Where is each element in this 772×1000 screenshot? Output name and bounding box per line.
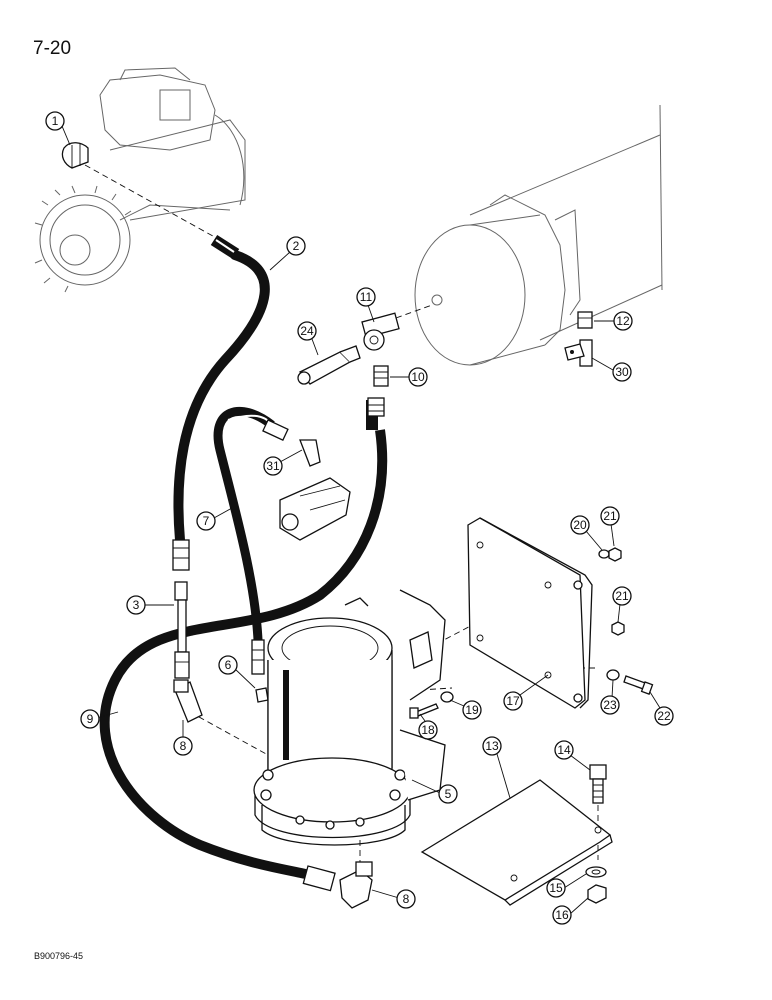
air-dryer-5 bbox=[253, 589, 446, 846]
elbow-31 bbox=[299, 439, 321, 467]
callout-22: 22 bbox=[649, 691, 674, 726]
callout-31: 31 bbox=[263, 449, 303, 476]
connector-10 bbox=[373, 365, 389, 387]
callout-2: 2 bbox=[269, 236, 306, 271]
elbow-8-bottom bbox=[339, 861, 373, 909]
callout-12: 12 bbox=[594, 311, 633, 331]
washer-20 bbox=[598, 549, 610, 559]
svg-text:7: 7 bbox=[203, 514, 210, 528]
svg-text:17: 17 bbox=[506, 694, 520, 708]
hose-2 bbox=[173, 234, 270, 545]
svg-text:13: 13 bbox=[485, 739, 499, 753]
page-number: 7-20 bbox=[33, 38, 72, 59]
fitting-12 bbox=[577, 311, 593, 329]
callout-20: 20 bbox=[570, 515, 603, 551]
svg-text:16: 16 bbox=[555, 908, 569, 922]
sensor-block bbox=[279, 477, 351, 541]
svg-text:3: 3 bbox=[133, 598, 140, 612]
callout-6: 6 bbox=[218, 655, 256, 689]
callout-14: 14 bbox=[554, 740, 591, 771]
figure-id: B900796-45 bbox=[34, 951, 84, 961]
svg-text:5: 5 bbox=[445, 787, 452, 801]
callout-7: 7 bbox=[196, 507, 233, 531]
washer-15 bbox=[585, 866, 607, 878]
fitting-6 bbox=[255, 687, 269, 703]
engine-compressor bbox=[34, 67, 246, 293]
callout-21-mid: 21 bbox=[612, 586, 632, 623]
tee-fitting-11 bbox=[361, 312, 400, 351]
svg-text:10: 10 bbox=[411, 370, 425, 384]
callout-24: 24 bbox=[297, 321, 319, 356]
valve-30 bbox=[564, 339, 593, 367]
hose-7 bbox=[213, 406, 289, 675]
bolt-18 bbox=[409, 703, 439, 719]
svg-text:20: 20 bbox=[573, 518, 587, 532]
svg-text:2: 2 bbox=[293, 239, 300, 253]
callout-30: 30 bbox=[591, 357, 632, 382]
svg-text:21: 21 bbox=[615, 589, 629, 603]
callout-13: 13 bbox=[482, 736, 511, 799]
svg-text:18: 18 bbox=[421, 723, 435, 737]
air-tank bbox=[414, 104, 663, 366]
svg-text:8: 8 bbox=[403, 892, 410, 906]
svg-text:1: 1 bbox=[52, 114, 59, 128]
svg-text:15: 15 bbox=[549, 881, 563, 895]
hose-9 bbox=[99, 397, 388, 892]
nut-21-top bbox=[608, 547, 622, 562]
elbow-8-top bbox=[173, 679, 203, 723]
svg-text:23: 23 bbox=[603, 698, 617, 712]
svg-text:31: 31 bbox=[266, 459, 280, 473]
callout-11: 11 bbox=[356, 287, 376, 323]
tube-3 bbox=[172, 539, 190, 679]
nut-21-mid bbox=[611, 621, 625, 636]
svg-text:6: 6 bbox=[225, 658, 232, 672]
callout-19: 19 bbox=[449, 699, 482, 720]
svg-text:14: 14 bbox=[557, 743, 571, 757]
svg-text:22: 22 bbox=[657, 709, 671, 723]
callout-23: 23 bbox=[600, 679, 620, 715]
callout-1: 1 bbox=[45, 111, 71, 146]
callout-10: 10 bbox=[390, 367, 428, 387]
callouts: 1 2 3 5 6 7 8 8 9 10 11 12 13 14 15 16 1… bbox=[45, 111, 674, 925]
bracket-17 bbox=[467, 517, 593, 709]
callout-15: 15 bbox=[546, 873, 587, 898]
washer-23 bbox=[606, 669, 620, 681]
callout-8-bottom: 8 bbox=[371, 889, 416, 909]
svg-text:19: 19 bbox=[465, 703, 479, 717]
svg-text:12: 12 bbox=[616, 314, 630, 328]
callout-5: 5 bbox=[411, 779, 458, 804]
svg-text:9: 9 bbox=[87, 712, 94, 726]
svg-text:21: 21 bbox=[603, 509, 617, 523]
svg-text:24: 24 bbox=[300, 324, 314, 338]
adapter-24 bbox=[297, 345, 361, 385]
svg-text:8: 8 bbox=[180, 739, 187, 753]
svg-text:11: 11 bbox=[360, 290, 373, 304]
callout-21-top: 21 bbox=[600, 506, 620, 547]
callout-17: 17 bbox=[503, 674, 549, 711]
svg-text:30: 30 bbox=[615, 365, 629, 379]
callout-18: 18 bbox=[418, 713, 438, 740]
washer-19 bbox=[440, 691, 454, 703]
plate-13 bbox=[420, 779, 613, 906]
callout-16: 16 bbox=[552, 897, 589, 925]
callout-9: 9 bbox=[80, 709, 119, 729]
callout-8-top: 8 bbox=[173, 720, 193, 756]
callout-3: 3 bbox=[126, 595, 174, 615]
elbow-fitting-1 bbox=[61, 142, 89, 169]
bolt-14 bbox=[589, 764, 607, 804]
nut-16 bbox=[587, 884, 607, 904]
bolt-22 bbox=[623, 675, 654, 695]
